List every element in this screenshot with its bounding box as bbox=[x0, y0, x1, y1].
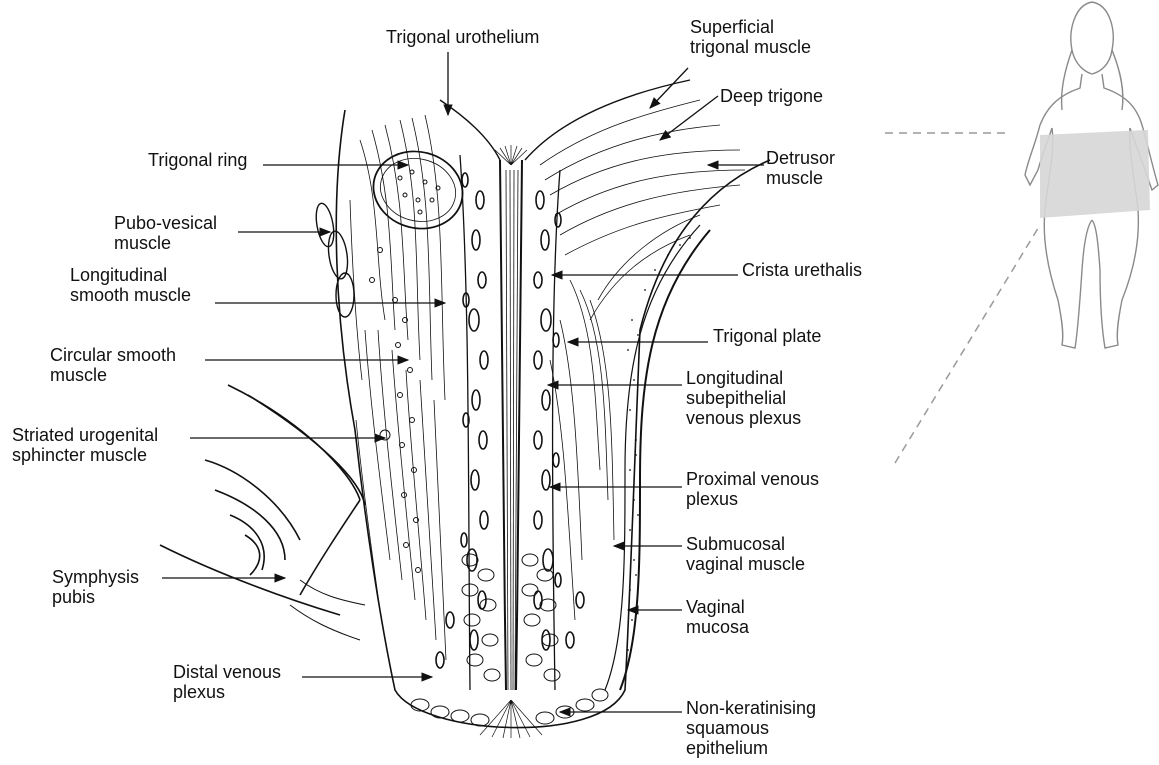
stipple-region bbox=[627, 237, 691, 651]
label-circular-smooth-muscle-line1: Circular smooth bbox=[50, 345, 176, 365]
label-crista-urethalis: Crista urethalis bbox=[742, 260, 862, 280]
label-nkse-line2: squamous bbox=[686, 718, 816, 738]
label-symphysis-pubis-line1: Symphysis bbox=[52, 567, 139, 587]
label-symphysis-pubis-line2: pubis bbox=[52, 587, 139, 607]
label-longitudinal-subepithelial-venous-plexus: Longitudinal subepithelial venous plexus bbox=[686, 368, 801, 428]
label-lsvp-line1: Longitudinal bbox=[686, 368, 801, 388]
label-distal-venous-plexus-line1: Distal venous bbox=[173, 662, 281, 682]
label-superficial-trigonal-muscle-line2: trigonal muscle bbox=[690, 37, 811, 57]
label-longitudinal-smooth-muscle-line1: Longitudinal bbox=[70, 265, 191, 285]
label-proximal-venous-plexus-line1: Proximal venous bbox=[686, 469, 819, 489]
left-muscle-fibers bbox=[350, 115, 446, 660]
label-striated-urogenital-sphincter-muscle: Striated urogenital sphincter muscle bbox=[12, 425, 158, 465]
body-silhouette-inset bbox=[885, 2, 1158, 463]
label-circular-smooth-muscle-line2: muscle bbox=[50, 365, 176, 385]
label-submucosal-vaginal-muscle-line1: Submucosal bbox=[686, 534, 805, 554]
label-detrusor-muscle-line1: Detrusor bbox=[766, 148, 835, 168]
label-vaginal-mucosa: Vaginal mucosa bbox=[686, 597, 749, 637]
label-distal-venous-plexus-line2: plexus bbox=[173, 682, 281, 702]
label-longitudinal-smooth-muscle-line2: smooth muscle bbox=[70, 285, 191, 305]
label-non-keratinising-squamous-epithelium: Non-keratinising squamous epithelium bbox=[686, 698, 816, 758]
label-symphysis-pubis: Symphysis pubis bbox=[52, 567, 139, 607]
label-superficial-trigonal-muscle: Superficial trigonal muscle bbox=[690, 17, 811, 57]
label-proximal-venous-plexus-line2: plexus bbox=[686, 489, 819, 509]
label-circular-smooth-muscle: Circular smooth muscle bbox=[50, 345, 176, 385]
label-pubo-vesical-muscle: Pubo-vesical muscle bbox=[114, 213, 217, 253]
label-lsvp-line3: venous plexus bbox=[686, 408, 801, 428]
label-submucosal-vaginal-muscle-line2: vaginal muscle bbox=[686, 554, 805, 574]
section-plane bbox=[1040, 130, 1150, 218]
label-sus-line2: sphincter muscle bbox=[12, 445, 158, 465]
leader-lines bbox=[162, 52, 764, 712]
symphysis-pubis-shape bbox=[160, 385, 365, 640]
label-pubo-vesical-muscle-line2: muscle bbox=[114, 233, 217, 253]
label-trigonal-urothelium: Trigonal urothelium bbox=[386, 27, 539, 47]
label-detrusor-muscle: Detrusor muscle bbox=[766, 148, 835, 188]
label-longitudinal-smooth-muscle: Longitudinal smooth muscle bbox=[70, 265, 191, 305]
label-nkse-line3: epithelium bbox=[686, 738, 816, 758]
circular-muscle-dots bbox=[370, 248, 421, 573]
label-proximal-venous-plexus: Proximal venous plexus bbox=[686, 469, 819, 509]
label-trigonal-ring: Trigonal ring bbox=[148, 150, 247, 170]
label-distal-venous-plexus: Distal venous plexus bbox=[173, 662, 281, 702]
label-submucosal-vaginal-muscle: Submucosal vaginal muscle bbox=[686, 534, 805, 574]
label-nkse-line1: Non-keratinising bbox=[686, 698, 816, 718]
label-vaginal-mucosa-line2: mucosa bbox=[686, 617, 749, 637]
label-detrusor-muscle-line2: muscle bbox=[766, 168, 835, 188]
label-deep-trigone: Deep trigone bbox=[720, 86, 823, 106]
trigonal-ring bbox=[365, 142, 472, 239]
label-lsvp-line2: subepithelial bbox=[686, 388, 801, 408]
squamous-epithelium-cells bbox=[411, 554, 608, 726]
label-trigonal-plate: Trigonal plate bbox=[713, 326, 821, 346]
label-vaginal-mucosa-line1: Vaginal bbox=[686, 597, 749, 617]
guide-line-bottom bbox=[895, 225, 1040, 463]
pubo-vesical-bundle bbox=[313, 202, 354, 317]
label-pubo-vesical-muscle-line1: Pubo-vesical bbox=[114, 213, 217, 233]
label-superficial-trigonal-muscle-line1: Superficial bbox=[690, 17, 811, 37]
label-sus-line1: Striated urogenital bbox=[12, 425, 158, 445]
